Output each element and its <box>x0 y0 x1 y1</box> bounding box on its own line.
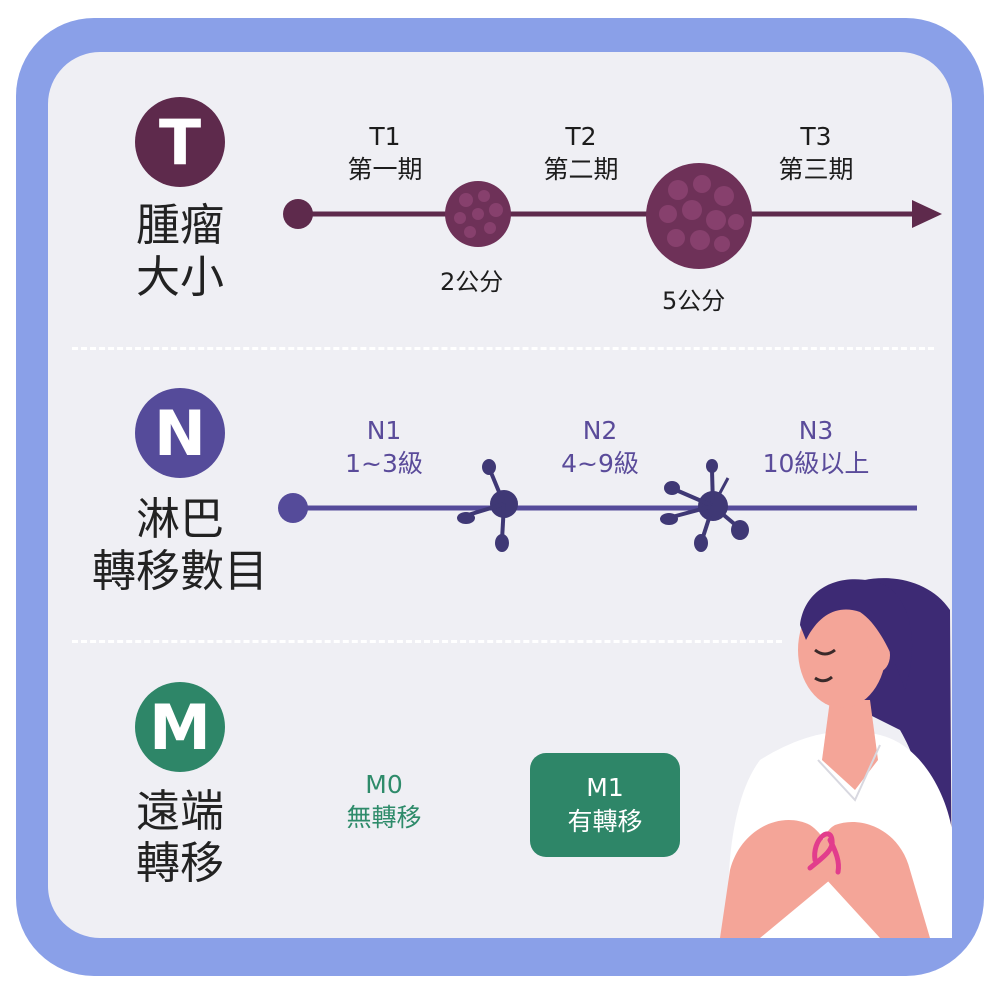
m0-code: M0 <box>365 770 403 799</box>
m-title-line1: 遠端 <box>136 786 224 837</box>
m1-name: 有轉移 <box>567 807 643 836</box>
section-divider-2 <box>72 640 782 643</box>
t-axis <box>283 199 942 229</box>
tumor-cell-icon <box>445 181 511 247</box>
t2-stage-label: T2 第二期 <box>521 120 641 186</box>
t-title: 腫瘤 大小 <box>120 200 240 304</box>
t1-code: T1 <box>369 122 401 151</box>
n1-code: N1 <box>366 416 402 445</box>
t-size-5cm: 5公分 <box>662 287 726 315</box>
lymph-node-icon <box>457 459 518 552</box>
n-title-line1: 淋巴 <box>136 494 224 545</box>
m-badge: M <box>135 682 225 772</box>
n3-name: 10級以上 <box>762 449 870 478</box>
section-divider-1 <box>72 347 934 350</box>
t3-code: T3 <box>800 122 832 151</box>
m-title-line2: 轉移 <box>136 838 224 889</box>
n1-stage-label: N1 1~3級 <box>324 414 444 480</box>
t-title-line2: 大小 <box>136 252 224 303</box>
pink-ribbon-icon <box>807 831 841 875</box>
t2-code: T2 <box>565 122 597 151</box>
n2-code: N2 <box>582 416 618 445</box>
n-title: 淋巴 轉移數目 <box>70 494 290 598</box>
m1-code: M1 <box>586 773 624 802</box>
n3-stage-label: N3 10級以上 <box>741 414 891 480</box>
n-badge: N <box>135 388 225 478</box>
n3-code: N3 <box>798 416 834 445</box>
t3-name: 第三期 <box>778 155 854 184</box>
t1-stage-label: T1 第一期 <box>325 120 445 186</box>
lymph-node-icon-cluster <box>660 459 749 552</box>
t-badge: T <box>135 97 225 187</box>
t-title-line1: 腫瘤 <box>136 200 224 251</box>
tumor-cell-icon-large <box>646 163 752 269</box>
m-title: 遠端 轉移 <box>120 786 240 890</box>
woman-illustration <box>720 578 952 938</box>
t-size-2cm: 2公分 <box>440 268 504 296</box>
t3-stage-label: T3 第三期 <box>756 120 876 186</box>
t2-name: 第二期 <box>543 155 619 184</box>
n-title-line2: 轉移數目 <box>92 546 268 597</box>
n2-stage-label: N2 4~9級 <box>540 414 660 480</box>
n1-name: 1~3級 <box>345 449 423 478</box>
n-axis <box>278 493 917 523</box>
n2-name: 4~9級 <box>561 449 639 478</box>
m0-name: 無轉移 <box>346 803 422 832</box>
m1-stage-box: M1 有轉移 <box>530 753 680 857</box>
m0-stage-label: M0 無轉移 <box>324 768 444 834</box>
t1-name: 第一期 <box>347 155 423 184</box>
